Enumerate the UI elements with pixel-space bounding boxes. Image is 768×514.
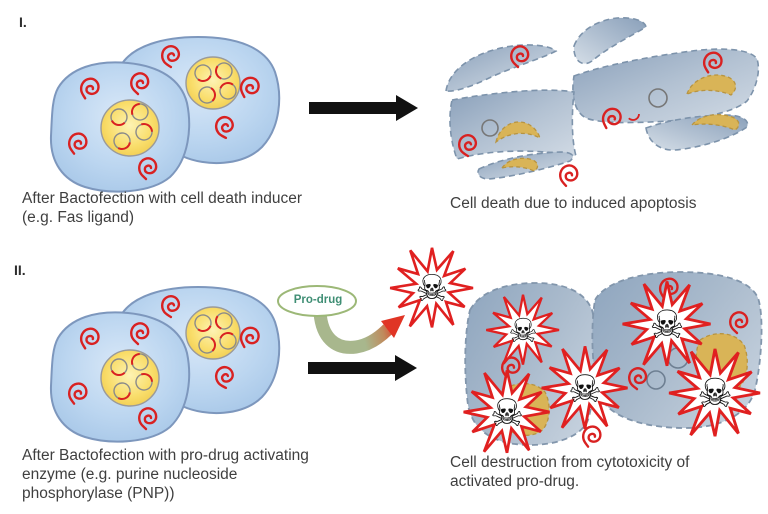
panel1-caption-right: Cell death due to induced apoptosis [450,195,697,212]
skull-crossbones-icon: ☠ [508,311,538,350]
skull-crossbones-icon: ☠ [415,267,448,310]
panel2-label: II. [14,262,26,278]
prodrug-label: Pro-drug [293,294,343,306]
panel1-transfected-cells [51,37,279,192]
prodrug-oval [277,285,357,317]
panel1-label: I. [19,14,27,30]
arrow-right-icon [309,95,418,121]
skull-crossbones-icon: ☠ [697,371,733,417]
panel2-caption-left: After Bactofection with pro-drug activat… [22,447,309,502]
prodrug-swoosh-arrow [313,312,393,354]
panel1-apoptotic-fragments [445,17,760,188]
skull-crossbones-icon: ☠ [490,391,524,435]
prodrug-conversion [277,285,405,354]
skull-crossbones-icon: ☠ [568,367,602,411]
panel2-caption-right: Cell destruction from cytotoxicity of ac… [450,454,690,490]
cytotoxic-bursts: ☠ ☠ ☠ ☠ ☠ ☠ [388,246,762,455]
panel1-caption-left: After Bactofection with cell death induc… [22,190,303,226]
panel2-transfected-cells [51,287,279,442]
skull-crossbones-icon: ☠ [650,303,685,348]
prodrug-swoosh-arrowhead [381,315,405,338]
arrow-right-icon [308,355,417,381]
